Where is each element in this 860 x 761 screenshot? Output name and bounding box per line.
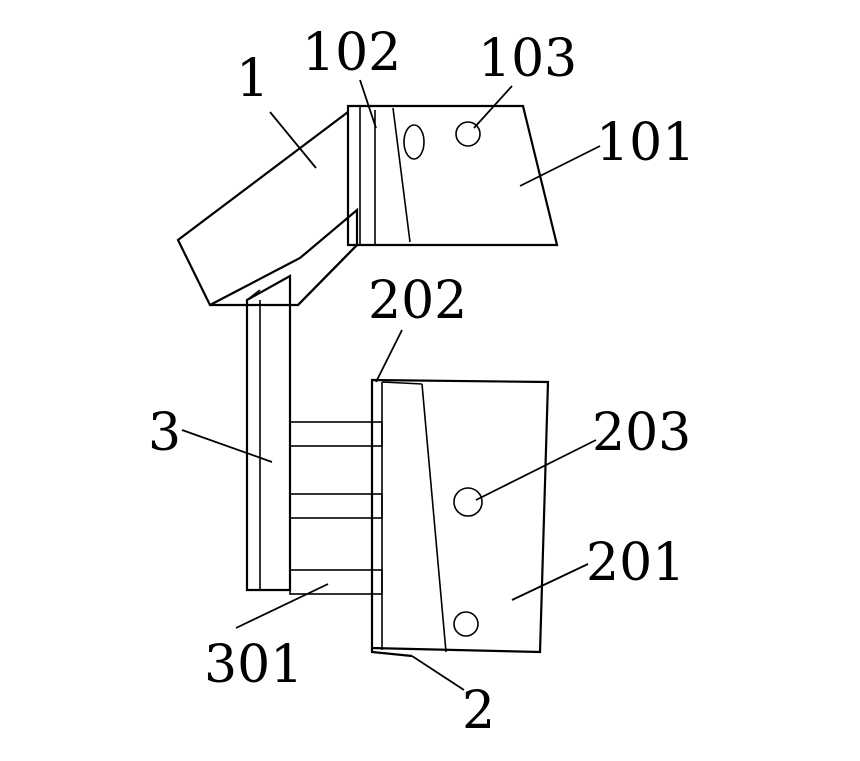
leader-3 xyxy=(181,429,273,463)
part-2-lower-hole xyxy=(453,611,479,637)
label-part-102: 102 xyxy=(302,23,401,83)
leader-201 xyxy=(511,563,589,601)
part-1-arm-lower-edge xyxy=(297,244,358,306)
part-1-angled-arm xyxy=(176,111,359,307)
part-202-wedge-top xyxy=(381,381,423,385)
part-1-oval-hole xyxy=(403,124,425,160)
part-202-wedge-right xyxy=(421,383,447,653)
label-part-202: 202 xyxy=(368,271,467,331)
part-301-rung-2 xyxy=(289,493,383,519)
leader-103 xyxy=(473,85,513,129)
label-part-203: 203 xyxy=(592,403,691,463)
part-102-wedge-slope xyxy=(392,107,411,243)
part-101-block xyxy=(346,104,559,247)
part-1-upper-assembly xyxy=(176,104,559,307)
label-part-1: 1 xyxy=(236,49,269,109)
part-2-base-edge xyxy=(370,648,413,658)
part-301-rung-1 xyxy=(289,421,383,447)
label-part-301: 301 xyxy=(204,635,303,695)
leader-102 xyxy=(359,79,377,129)
reference-labels: 1 102 103 101 202 3 203 201 301 2 xyxy=(148,23,695,741)
part-103-hole xyxy=(455,121,481,147)
leader-203 xyxy=(475,439,597,501)
leader-1 xyxy=(269,111,317,169)
part-201-block xyxy=(370,378,550,654)
part-3-post-assembly xyxy=(245,274,383,595)
label-part-103: 103 xyxy=(478,29,577,89)
part-3-post-step xyxy=(246,289,261,301)
leader-301 xyxy=(235,583,329,629)
part-301-rung-3 xyxy=(289,569,383,595)
leader-101 xyxy=(519,145,601,187)
label-part-2: 2 xyxy=(462,681,495,741)
leader-lines xyxy=(181,79,601,691)
part-2-lower-assembly xyxy=(370,378,550,658)
label-part-101: 101 xyxy=(596,113,695,173)
leader-202 xyxy=(375,329,403,383)
part-3-post xyxy=(245,274,292,592)
label-part-3: 3 xyxy=(148,403,181,463)
label-part-201: 201 xyxy=(586,533,685,593)
part-203-hole xyxy=(453,487,483,517)
leader-2 xyxy=(411,655,465,691)
